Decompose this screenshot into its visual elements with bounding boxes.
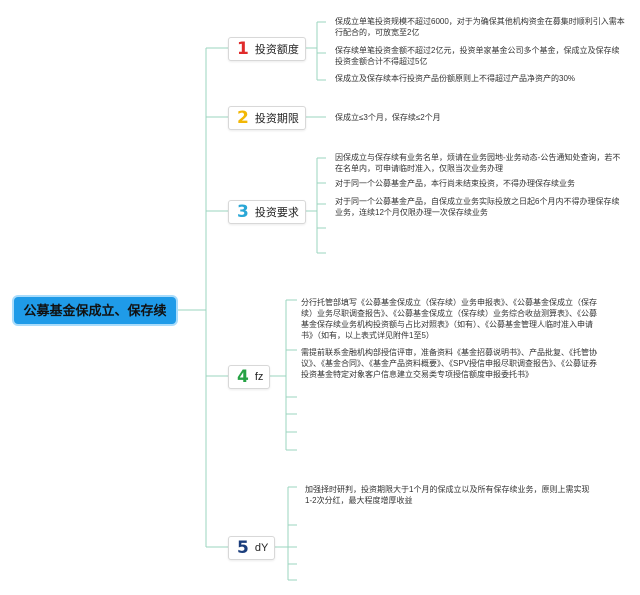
leaf-item: 需提前联系金融机构部授信评审，准备资料《基金招募说明书》、产品批复、《托管协议》… <box>301 348 598 379</box>
branch-investment-amount[interactable]: 1 投资额度 <box>228 37 306 61</box>
branch-investment-requirements[interactable]: 3 投资要求 <box>228 200 306 224</box>
root-topic[interactable]: 公募基金保成立、保存续 <box>14 297 176 324</box>
leaf-item: 保存续单笔投资金额不超过2亿元，投资单家基金公司多个基金，保成立及保存续投资金额… <box>335 46 620 66</box>
leaf-item: 加强择时研判，投资期限大于1个月的保成立以及所有保存续业务，原则上需实现1-2次… <box>305 485 590 505</box>
root-topic-label: 公募基金保成立、保存续 <box>23 303 167 318</box>
leaf-item: 保成立单笔投资规模不超过6000，对于为确保其他机构资金在募集时顺利引入需本行配… <box>335 17 625 37</box>
branch-fz[interactable]: 4 fz <box>228 365 271 389</box>
leaf-item: 因保成立与保存续有业务名单，烦请在业务园地-业务动态-公告通知处查询，若不在名单… <box>335 153 621 173</box>
leaf-item: 分行托管部填写《公募基金保成立（保存续）业务申报表》、《公募基金保成立（保存续）… <box>301 298 597 340</box>
leaf-item: 对于同一个公募基金产品，本行尚未结束投资，不得办理保存续业务 <box>335 179 575 188</box>
branch-investment-term[interactable]: 2 投资期限 <box>228 106 306 130</box>
branch-label: 投资要求 <box>254 207 299 219</box>
branch-label: 投资额度 <box>254 44 299 56</box>
branch-number: 5 <box>237 538 249 558</box>
leaf-item: 保成立及保存续本行投资产品份额原则上不得超过产品净资产的30% <box>335 74 576 83</box>
branch-label: fz <box>254 371 264 383</box>
branch-label: dY <box>254 542 269 554</box>
branch-number: 1 <box>237 39 249 59</box>
branch-number: 2 <box>237 108 249 128</box>
branch-dy[interactable]: 5 dY <box>228 536 276 560</box>
leaf-item: 保成立≤3个月，保存续≤2个月 <box>335 113 441 122</box>
leaf-item: 对于同一个公募基金产品，自保成立业务实际投放之日起6个月内不得办理保存续业务，连… <box>335 197 620 217</box>
branch-label: 投资期限 <box>254 113 299 125</box>
branch-number: 3 <box>237 202 249 222</box>
branch-number: 4 <box>237 367 249 387</box>
